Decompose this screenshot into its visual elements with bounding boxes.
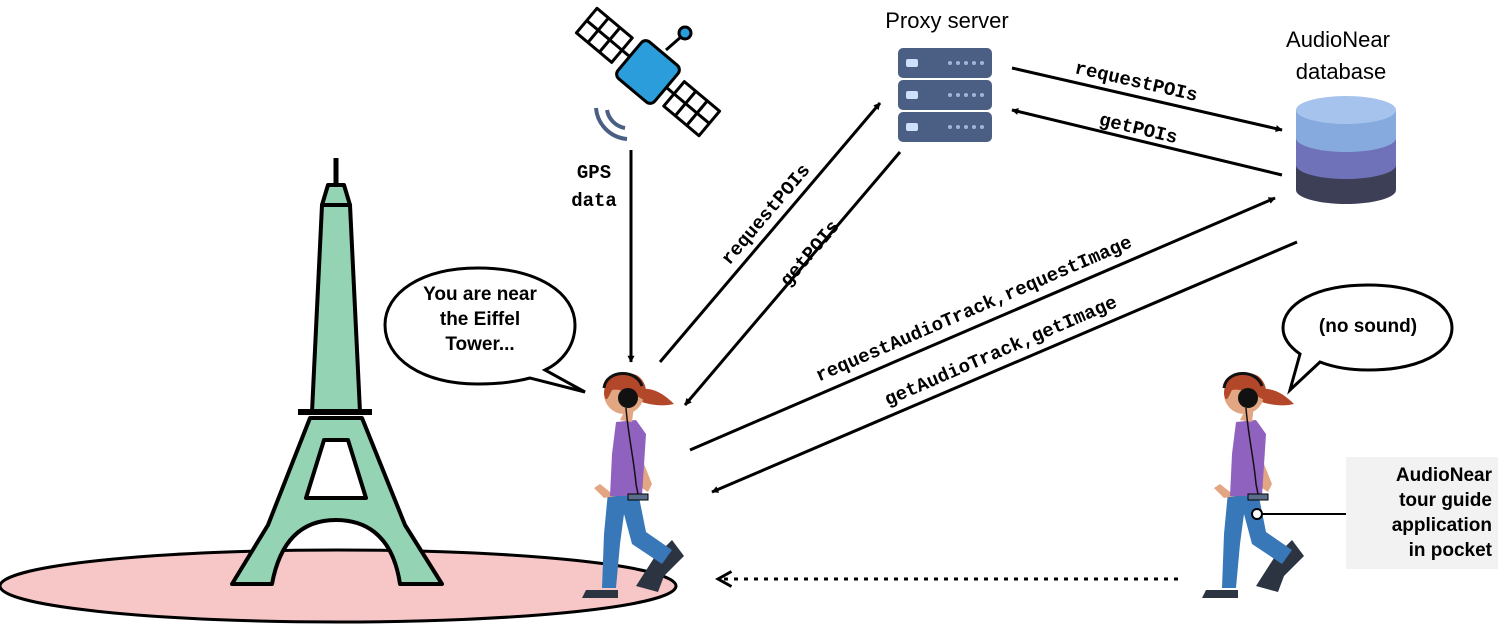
speech-bubble-left-line1: You are near xyxy=(423,284,537,305)
pocket-indicator-circle xyxy=(1251,508,1263,520)
speech-bubble-left xyxy=(383,266,586,394)
request-pois-user-arrow xyxy=(658,102,882,363)
gps-label-line2: data xyxy=(571,190,617,212)
speech-bubble-left-line2: the Eiffel xyxy=(440,309,520,330)
gps-label-line1: GPS xyxy=(577,162,611,184)
person-with-headphones-icon xyxy=(582,372,684,598)
request-audio-arrow xyxy=(689,196,1276,452)
ground-area xyxy=(0,548,678,624)
get-pois-user-label: getPOIs xyxy=(776,216,844,291)
pocket-label-line4: in pocket xyxy=(1409,540,1493,561)
pocket-label-line2: tour guide xyxy=(1399,490,1492,511)
pocket-label-line1: AudioNear xyxy=(1396,465,1493,486)
proxy-server-label: Proxy server xyxy=(885,8,1008,33)
speech-bubble-right-text: (no sound) xyxy=(1319,316,1417,337)
database-label-line2: database xyxy=(1296,59,1387,84)
database-icon xyxy=(1296,96,1396,204)
request-pois-db-label: requestPOIs xyxy=(1073,57,1200,106)
get-pois-db-arrow xyxy=(1011,108,1283,177)
proxy-server-icon xyxy=(898,48,992,142)
pocket-label-line3: application xyxy=(1392,515,1492,536)
speech-bubble-left-line3: Tower... xyxy=(445,334,514,355)
get-pois-user-arrow xyxy=(683,151,902,406)
person-with-phone-in-pocket-icon xyxy=(1202,372,1304,598)
get-pois-db-label: getPOIs xyxy=(1097,109,1180,149)
pocket-label-box xyxy=(1346,457,1498,569)
database-label-line1: AudioNear xyxy=(1286,27,1390,52)
request-pois-db-arrow xyxy=(1011,66,1283,133)
get-audio-arrow xyxy=(711,240,1298,494)
eiffel-tower-icon xyxy=(230,158,444,586)
satellite-icon xyxy=(574,6,722,141)
speech-bubble-right xyxy=(1281,283,1454,395)
